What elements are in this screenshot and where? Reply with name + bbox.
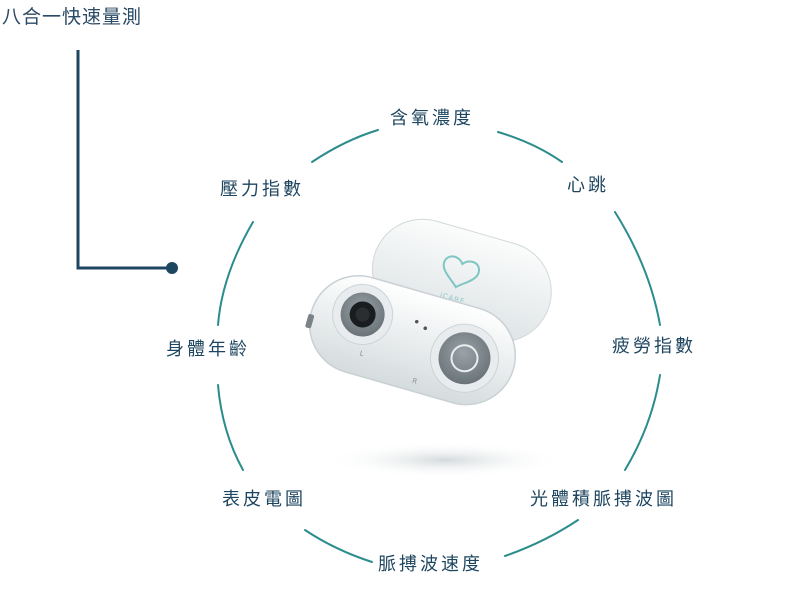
right-marker: R [411,377,418,386]
metric-body-age: 身體年齡 [166,339,250,360]
right-sensor [438,332,491,385]
device-illustration: iCARE L R [305,218,552,406]
arc-segment [497,131,563,163]
device-port [305,314,315,329]
right-sensor-button [450,344,479,373]
metric-fatigue-index: 疲勞指數 [612,336,696,357]
arc-segment [217,221,254,326]
metric-pulse-wave-velocity: 脈搏波速度 [378,554,483,575]
indicator-dot [423,326,428,331]
metric-stress-index: 壓力指數 [220,179,304,200]
metric-ecg: 表皮電圖 [222,489,306,510]
arc-segment [504,519,579,557]
metric-ppg: 光體積脈搏波圖 [530,489,677,510]
metric-oxygen-saturation: 含氧濃度 [390,108,474,129]
arc-segment [304,529,373,563]
heart-logo-icon [442,255,481,289]
left-marker: L [359,349,365,358]
device-shadow [325,442,565,478]
arc-segment [311,129,379,163]
arc-segment [614,211,661,326]
metric-heart-rate: 心跳 [567,175,609,196]
bracket-line [76,50,172,270]
arc-segment [624,374,661,471]
bracket-dot [166,262,178,274]
arc-segment [217,384,244,471]
page-title: 八合一快速量測 [2,6,143,28]
indicator-dot [414,319,419,324]
